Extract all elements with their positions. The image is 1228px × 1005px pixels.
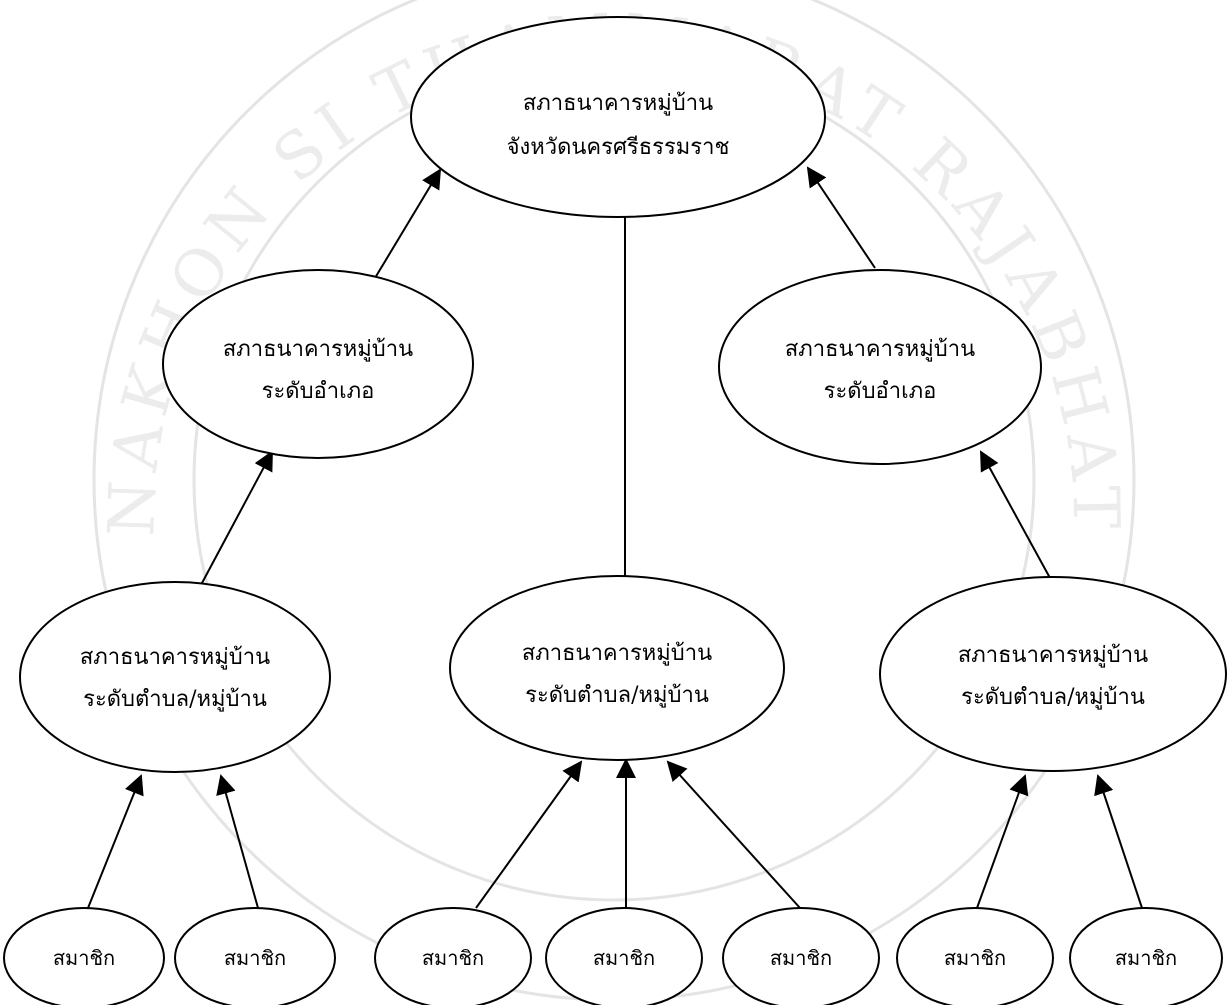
node-district-left-line1: สภาธนาคารหมู่บ้าน xyxy=(223,337,413,362)
node-subdistrict-center-line2: ระดับตำบล/หมู่บ้าน xyxy=(525,683,709,708)
node-member-4-label: สมาชิก xyxy=(593,946,655,970)
node-member-7-label: สมาชิก xyxy=(1115,946,1177,970)
node-province: สภาธนาคารหมู่บ้าน จังหวัดนครศรีธรรมราช xyxy=(410,16,826,218)
node-subdistrict-left-line2: ระดับตำบล/หมู่บ้าน xyxy=(83,687,267,712)
node-member-5: สมาชิก xyxy=(722,907,880,1005)
edge-member-2-to-subdistrict-left xyxy=(216,774,259,909)
node-member-1-label: สมาชิก xyxy=(53,946,115,970)
node-member-3: สมาชิก xyxy=(374,907,532,1005)
node-subdistrict-right-line1: สภาธนาคารหมู่บ้าน xyxy=(958,643,1148,668)
node-subdistrict-center-line1: สภาธนาคารหมู่บ้าน xyxy=(522,641,712,666)
node-district-right: สภาธนาคารหมู่บ้าน ระดับอำเภอ xyxy=(718,269,1042,465)
node-member-1: สมาชิก xyxy=(3,907,165,1005)
edge-member-6-to-subdistrict-right xyxy=(976,774,1029,909)
edge-district-left-to-province xyxy=(374,168,442,279)
node-member-2-label: สมาชิก xyxy=(224,946,286,970)
edge-member-1-to-subdistrict-left xyxy=(87,774,144,909)
node-subdistrict-left-line1: สภาธนาคารหมู่บ้าน xyxy=(80,645,270,670)
node-district-right-line1: สภาธนาคารหมู่บ้าน xyxy=(785,337,975,362)
node-subdistrict-right: สภาธนาคารหมู่บ้าน ระดับตำบล/หมู่บ้าน xyxy=(879,576,1227,772)
node-member-2: สมาชิก xyxy=(174,907,336,1005)
edge-subdistrict-left-to-district-left xyxy=(201,450,273,584)
node-member-4: สมาชิก xyxy=(545,907,703,1005)
edges xyxy=(87,166,1143,909)
node-province-line2: จังหวัดนครศรีธรรมราช xyxy=(507,135,730,160)
edge-member-3-to-subdistrict-center xyxy=(475,760,583,909)
node-member-6: สมาชิก xyxy=(896,907,1054,1005)
edge-subdistrict-right-to-district-right xyxy=(980,450,1051,579)
node-member-6-label: สมาชิก xyxy=(944,946,1006,970)
node-district-left: สภาธนาคารหมู่บ้าน ระดับอำเภอ xyxy=(162,269,474,459)
node-district-right-line2: ระดับอำเภอ xyxy=(824,379,937,404)
edge-member-7-to-subdistrict-right xyxy=(1094,774,1143,909)
node-subdistrict-center: สภาธนาคารหมู่บ้าน ระดับตำบล/หมู่บ้าน xyxy=(449,575,785,761)
node-member-3-label: สมาชิก xyxy=(422,946,484,970)
node-province-line1: สภาธนาคารหมู่บ้าน xyxy=(523,91,713,116)
node-member-5-label: สมาชิก xyxy=(770,946,832,970)
node-subdistrict-right-line2: ระดับตำบล/หมู่บ้าน xyxy=(961,685,1145,710)
node-subdistrict-left: สภาธนาคารหมู่บ้าน ระดับตำบล/หมู่บ้าน xyxy=(19,581,331,773)
edge-district-right-to-province xyxy=(806,166,876,269)
node-member-7: สมาชิก xyxy=(1069,907,1223,1005)
edge-member-5-to-subdistrict-center xyxy=(666,760,801,909)
node-district-left-line2: ระดับอำเภอ xyxy=(262,379,375,404)
